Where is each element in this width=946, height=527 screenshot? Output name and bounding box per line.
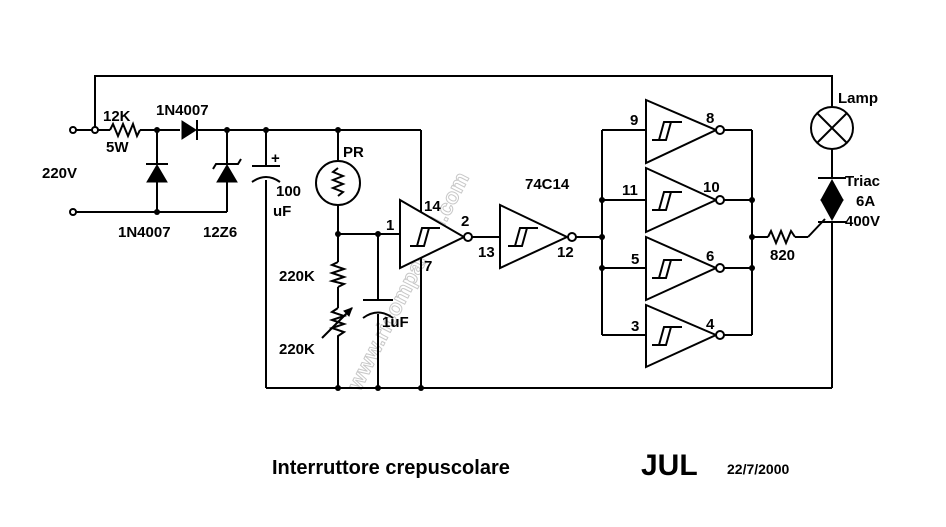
pin-g5-in: 5 (631, 251, 639, 268)
label-zener: 12Z6 (203, 224, 237, 241)
pin-g1-out: 2 (461, 213, 469, 230)
trimmer-resistor (321, 307, 353, 340)
schmitt-gate-1 (399, 198, 473, 270)
diode-shunt (146, 163, 168, 183)
pin-g1-gnd: 7 (424, 258, 432, 275)
label-resistor-series-power: 5W (106, 139, 129, 156)
diagram-title: Interruttore crepuscolare (272, 457, 510, 479)
pin-g5-out: 6 (706, 248, 714, 265)
schmitt-gate-6 (645, 303, 725, 369)
author: JUL (641, 449, 698, 482)
label-cap-main-value: 100 (276, 183, 301, 200)
pin-g3-in: 9 (630, 112, 638, 129)
label-lamp: Lamp (838, 90, 878, 107)
label-gate-resistor: 820 (770, 247, 795, 264)
label-ic: 74C14 (525, 176, 570, 193)
label-trimmer: 220K (279, 341, 315, 358)
label-diode-shunt: 1N4007 (118, 224, 171, 241)
label-triac-current: 6A (856, 193, 875, 210)
diode-series (181, 120, 198, 140)
junctions (154, 127, 755, 391)
label-triac-voltage: 400V (845, 213, 880, 230)
pin-g4-in: 11 (622, 182, 638, 199)
label-resistor-series-value: 12K (103, 108, 131, 125)
pin-g2-out: 12 (557, 244, 574, 261)
pin-g2-in: 13 (478, 244, 495, 261)
label-cap-timing: 1uF (382, 314, 409, 331)
pin-g4-out: 10 (703, 179, 720, 196)
pin-g1-in: 1 (386, 217, 394, 234)
resistor-series (109, 121, 141, 139)
schmitt-gate-3 (645, 98, 725, 165)
labels: 220V 12K 5W 1N4007 1N4007 12Z6 + 100 uF … (42, 90, 880, 358)
pin-g3-out: 8 (706, 110, 714, 127)
label-supply: 220V (42, 165, 77, 182)
schmitt-gate-4 (645, 166, 725, 234)
label-photoresistor: PR (343, 144, 364, 161)
label-diode-series: 1N4007 (156, 102, 209, 119)
capacitor-main (251, 165, 281, 183)
resistor-fixed (328, 261, 348, 288)
label-triac-name: Triac (845, 173, 880, 190)
date: 22/7/2000 (727, 461, 789, 477)
label-cap-polarity: + (271, 150, 280, 167)
resistor-gate (767, 228, 796, 246)
label-cap-main-unit: uF (273, 203, 291, 220)
lamp (810, 106, 854, 150)
photoresistor (315, 160, 361, 206)
pin-g6-out: 4 (706, 316, 715, 333)
wires (73, 75, 833, 389)
watermark: www.ricomparetul.com (342, 168, 474, 395)
capacitor-timing (362, 299, 394, 319)
terminals (69, 126, 99, 216)
zener-diode (212, 158, 242, 183)
pin-g1-vcc: 14 (424, 198, 441, 215)
label-resistor-fixed: 220K (279, 268, 315, 285)
triac (807, 177, 846, 238)
schmitt-gate-5 (645, 235, 725, 302)
pin-g6-in: 3 (631, 318, 639, 335)
schmitt-gate-2 (499, 203, 577, 270)
